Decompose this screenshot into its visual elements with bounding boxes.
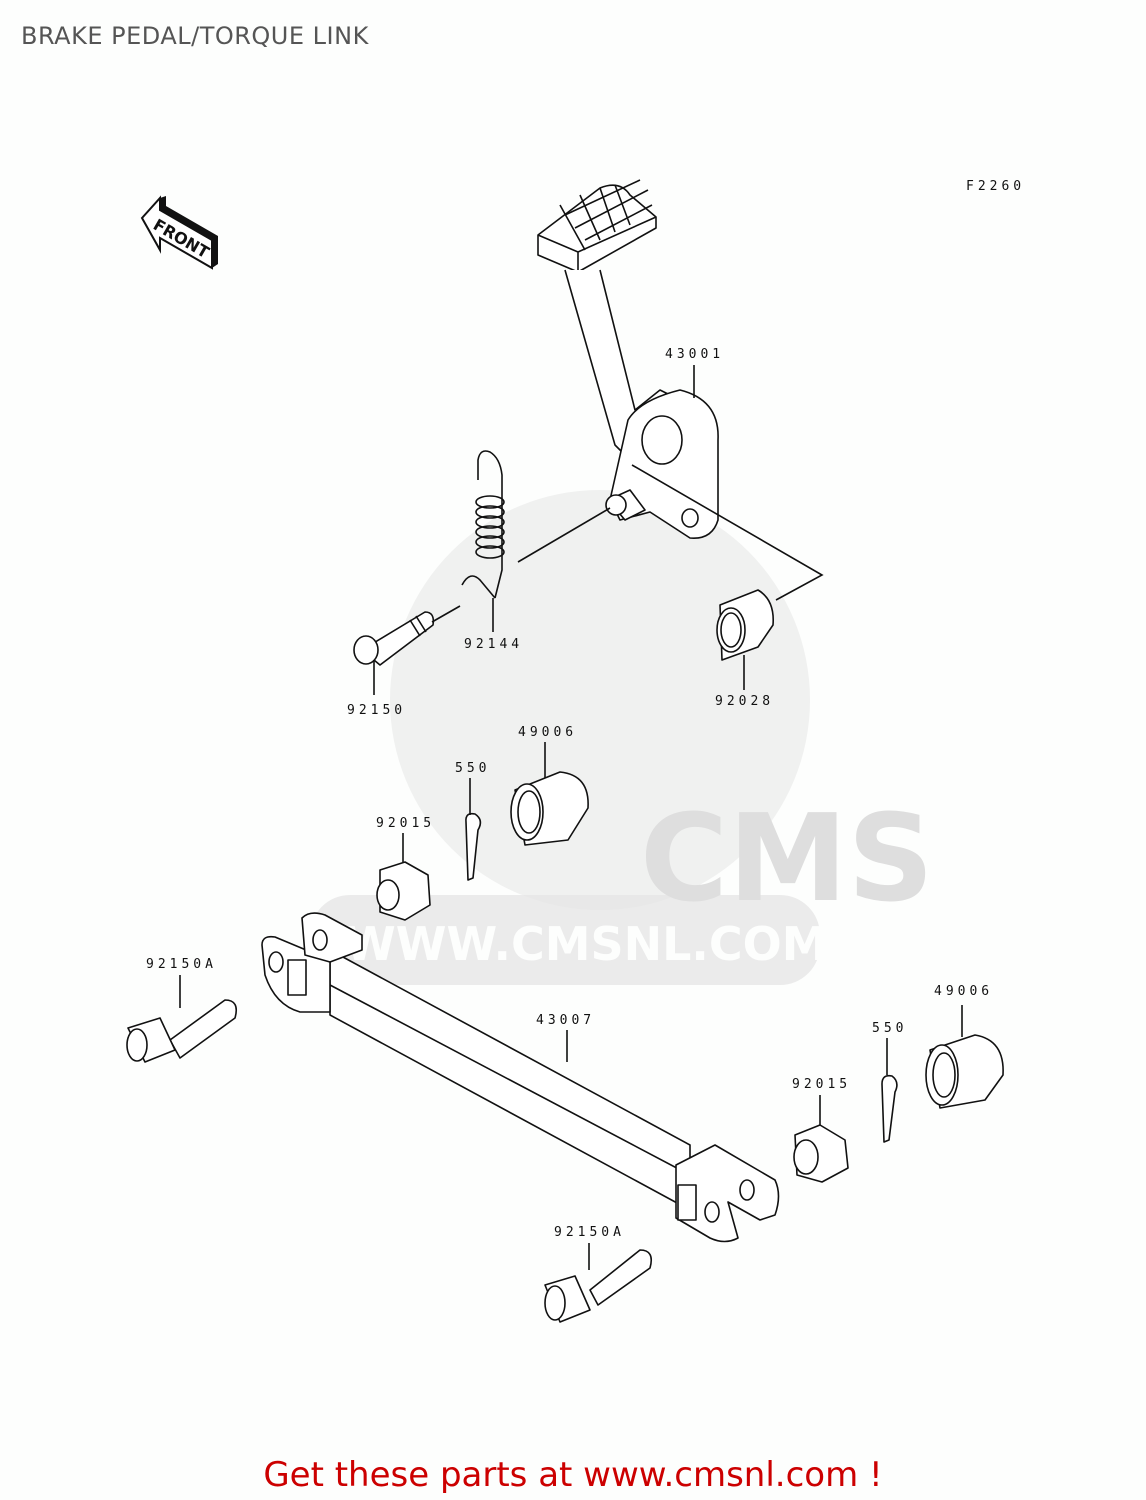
part-label-92150a-left[interactable]: 92150A (146, 957, 217, 972)
front-direction-arrow-icon: FRONT (140, 195, 218, 270)
cta-link[interactable]: Get these parts at www.cmsnl.com ! (263, 1455, 883, 1495)
part-label-43001[interactable]: 43001 (665, 347, 724, 362)
watermark-url: WWW.CMSNL.COM (345, 917, 828, 971)
pivot-bolt-part[interactable] (353, 605, 461, 695)
part-label-49006-lower[interactable]: 49006 (934, 984, 993, 999)
upper-cotter-pin-part[interactable] (465, 778, 482, 881)
collar-part[interactable] (716, 589, 775, 690)
part-label-92015-upper[interactable]: 92015 (376, 816, 435, 831)
torque-link-part[interactable] (261, 912, 780, 1243)
lower-cotter-pin-part[interactable] (881, 1038, 898, 1143)
leader-line (631, 464, 824, 601)
page-title: BRAKE PEDAL/TORQUE LINK (21, 22, 369, 50)
lower-bushing-part[interactable] (925, 1005, 1004, 1109)
figure-code: F2260 (966, 179, 1025, 194)
part-label-92144[interactable]: 92144 (464, 637, 523, 652)
part-label-49006-upper[interactable]: 49006 (518, 725, 577, 740)
lower-bolt-part[interactable] (544, 1243, 653, 1323)
part-label-43007[interactable]: 43007 (536, 1013, 595, 1028)
left-bolt-part[interactable] (126, 975, 238, 1063)
part-label-92028[interactable]: 92028 (715, 694, 774, 709)
return-spring-part[interactable] (461, 450, 505, 632)
upper-bushing-part[interactable] (510, 742, 589, 846)
part-label-92150[interactable]: 92150 (347, 703, 406, 718)
part-label-550-upper[interactable]: 550 (455, 761, 490, 776)
part-label-550-lower[interactable]: 550 (872, 1021, 907, 1036)
leader-line (517, 507, 611, 563)
brake-pedal-part[interactable] (537, 179, 719, 539)
part-label-92015-lower[interactable]: 92015 (792, 1077, 851, 1092)
lower-nut-part[interactable] (793, 1095, 849, 1183)
watermark-logo: CMS (640, 790, 934, 929)
part-label-92150a-lower[interactable]: 92150A (554, 1225, 625, 1240)
upper-nut-part[interactable] (376, 833, 431, 921)
